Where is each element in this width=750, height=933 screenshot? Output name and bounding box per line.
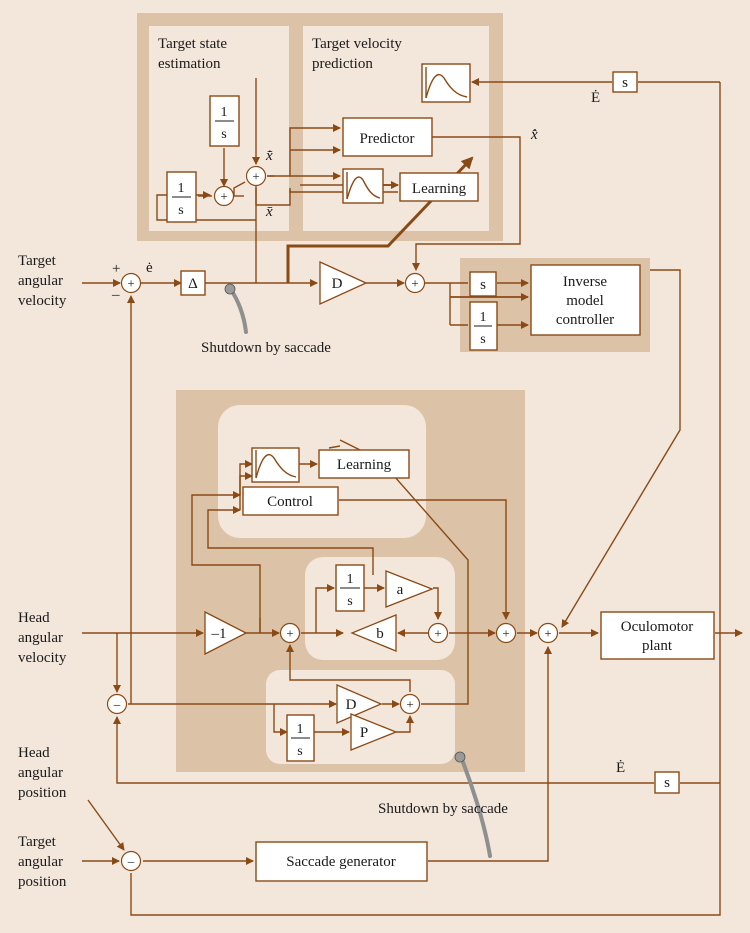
svg-text:position: position [18, 785, 67, 801]
svg-text:1: 1 [221, 105, 228, 120]
panel-labels: Target state estimation Target velocity … [158, 36, 402, 72]
block-filter-inner [251, 447, 300, 483]
svg-text:1: 1 [480, 310, 487, 325]
shutdown-wires [224, 283, 492, 858]
svg-text:velocity: velocity [18, 650, 67, 666]
svg-text:Head: Head [18, 610, 50, 626]
svg-text:–: – [111, 287, 120, 303]
svg-text:estimation: estimation [158, 56, 221, 72]
block-control: Control [242, 486, 339, 516]
svg-text:angular: angular [18, 854, 63, 870]
svg-text:prediction: prediction [312, 56, 373, 72]
gain-d-lower: D [336, 684, 383, 724]
svg-text:1: 1 [297, 722, 304, 737]
block-s-inverse: s [469, 271, 497, 297]
svg-text:x̄̇: x̄̇ [265, 148, 273, 164]
block-integrator-inner: 1 s [335, 564, 365, 612]
svg-text:Δ: Δ [188, 276, 198, 292]
svg-text:P: P [360, 725, 368, 741]
svg-text:Learning: Learning [337, 457, 392, 473]
block-integrator-lower: 1 s [286, 714, 315, 762]
summing-junctions: + + + + + + + + + – – [106, 165, 559, 872]
svg-text:–: – [113, 697, 121, 712]
svg-text:angular: angular [18, 630, 63, 646]
block-delta: Δ [180, 270, 206, 296]
svg-text:D: D [332, 276, 343, 292]
svg-text:+: + [502, 626, 509, 641]
svg-text:+: + [112, 261, 120, 277]
svg-text:Predictor: Predictor [360, 131, 415, 147]
svg-text:a: a [397, 582, 404, 598]
svg-text:Target state: Target state [158, 36, 227, 52]
svg-text:+: + [544, 626, 551, 641]
block-oculomotor: Oculomotor plant [600, 611, 715, 660]
svg-text:Target velocity: Target velocity [312, 36, 402, 52]
svg-text:–: – [127, 854, 135, 869]
svg-text:D: D [346, 697, 357, 713]
input-labels: Target angular velocity Head angular vel… [18, 253, 67, 890]
svg-text:controller: controller [556, 312, 614, 328]
svg-text:Target: Target [18, 253, 57, 269]
svg-text:x̂̇: x̂̇ [530, 127, 538, 143]
svg-text:b: b [376, 626, 384, 642]
svg-text:1: 1 [347, 572, 354, 587]
block-learning-top: Learning [399, 172, 479, 202]
svg-text:s: s [178, 203, 183, 218]
block-predictor: Predictor [342, 117, 433, 157]
svg-text:velocity: velocity [18, 293, 67, 309]
svg-text:angular: angular [18, 273, 63, 289]
svg-text:Shutdown by saccade: Shutdown by saccade [378, 801, 508, 817]
gain-p: P [350, 713, 398, 751]
block-saccade-generator: Saccade generator [255, 841, 428, 882]
svg-text:Ė: Ė [591, 90, 600, 106]
block-learning-inner: Learning [318, 449, 410, 479]
svg-text:Inverse: Inverse [563, 274, 607, 290]
gain-b: b [350, 614, 397, 652]
block-integrator-inverse: 1 s [469, 301, 498, 351]
svg-text:+: + [252, 169, 259, 184]
svg-text:Head: Head [18, 745, 50, 761]
svg-text:s: s [347, 594, 352, 609]
svg-text:plant: plant [642, 638, 673, 654]
svg-text:ė: ė [146, 260, 153, 276]
svg-text:+: + [286, 626, 293, 641]
shutdown-labels: Shutdown by saccade Shutdown by saccade [201, 340, 508, 817]
block-integrator-top: 1 s [209, 95, 240, 147]
svg-text:Ė: Ė [616, 760, 625, 776]
svg-text:angular: angular [18, 765, 63, 781]
gain-a: a [385, 570, 434, 608]
svg-text:s: s [664, 775, 670, 791]
svg-text:position: position [18, 874, 67, 890]
block-filter-top-small [342, 168, 384, 204]
svg-text:Learning: Learning [412, 181, 467, 197]
svg-text:model: model [566, 293, 604, 309]
svg-text:s: s [221, 127, 226, 142]
signal-symbols: + – ė Ė Ė x̂̇ x̄̇ x̄ [111, 90, 625, 776]
svg-text:s: s [480, 277, 486, 293]
block-s-top: s [612, 71, 638, 93]
gain-d-top: D [319, 260, 368, 306]
svg-text:s: s [297, 744, 302, 759]
svg-text:–1: –1 [211, 626, 227, 642]
svg-text:Oculomotor: Oculomotor [621, 619, 694, 635]
block-inverse-model: Inverse model controller [530, 264, 641, 336]
svg-text:Target: Target [18, 834, 57, 850]
svg-text:s: s [622, 75, 628, 91]
svg-text:+: + [127, 276, 134, 291]
svg-text:+: + [220, 189, 227, 204]
svg-text:x̄: x̄ [265, 204, 273, 220]
block-integrator-left: 1 s [166, 171, 197, 223]
svg-text:+: + [434, 626, 441, 641]
svg-text:Control: Control [267, 494, 313, 510]
block-filter-prediction [421, 63, 471, 103]
block-s-lower: s [654, 771, 680, 794]
svg-text:+: + [411, 276, 418, 291]
svg-text:Saccade generator: Saccade generator [286, 854, 396, 870]
svg-text:Shutdown by saccade: Shutdown by saccade [201, 340, 331, 356]
svg-text:s: s [480, 332, 485, 347]
gain-neg1: –1 [204, 610, 248, 656]
svg-text:1: 1 [178, 181, 185, 196]
svg-text:+: + [406, 697, 413, 712]
